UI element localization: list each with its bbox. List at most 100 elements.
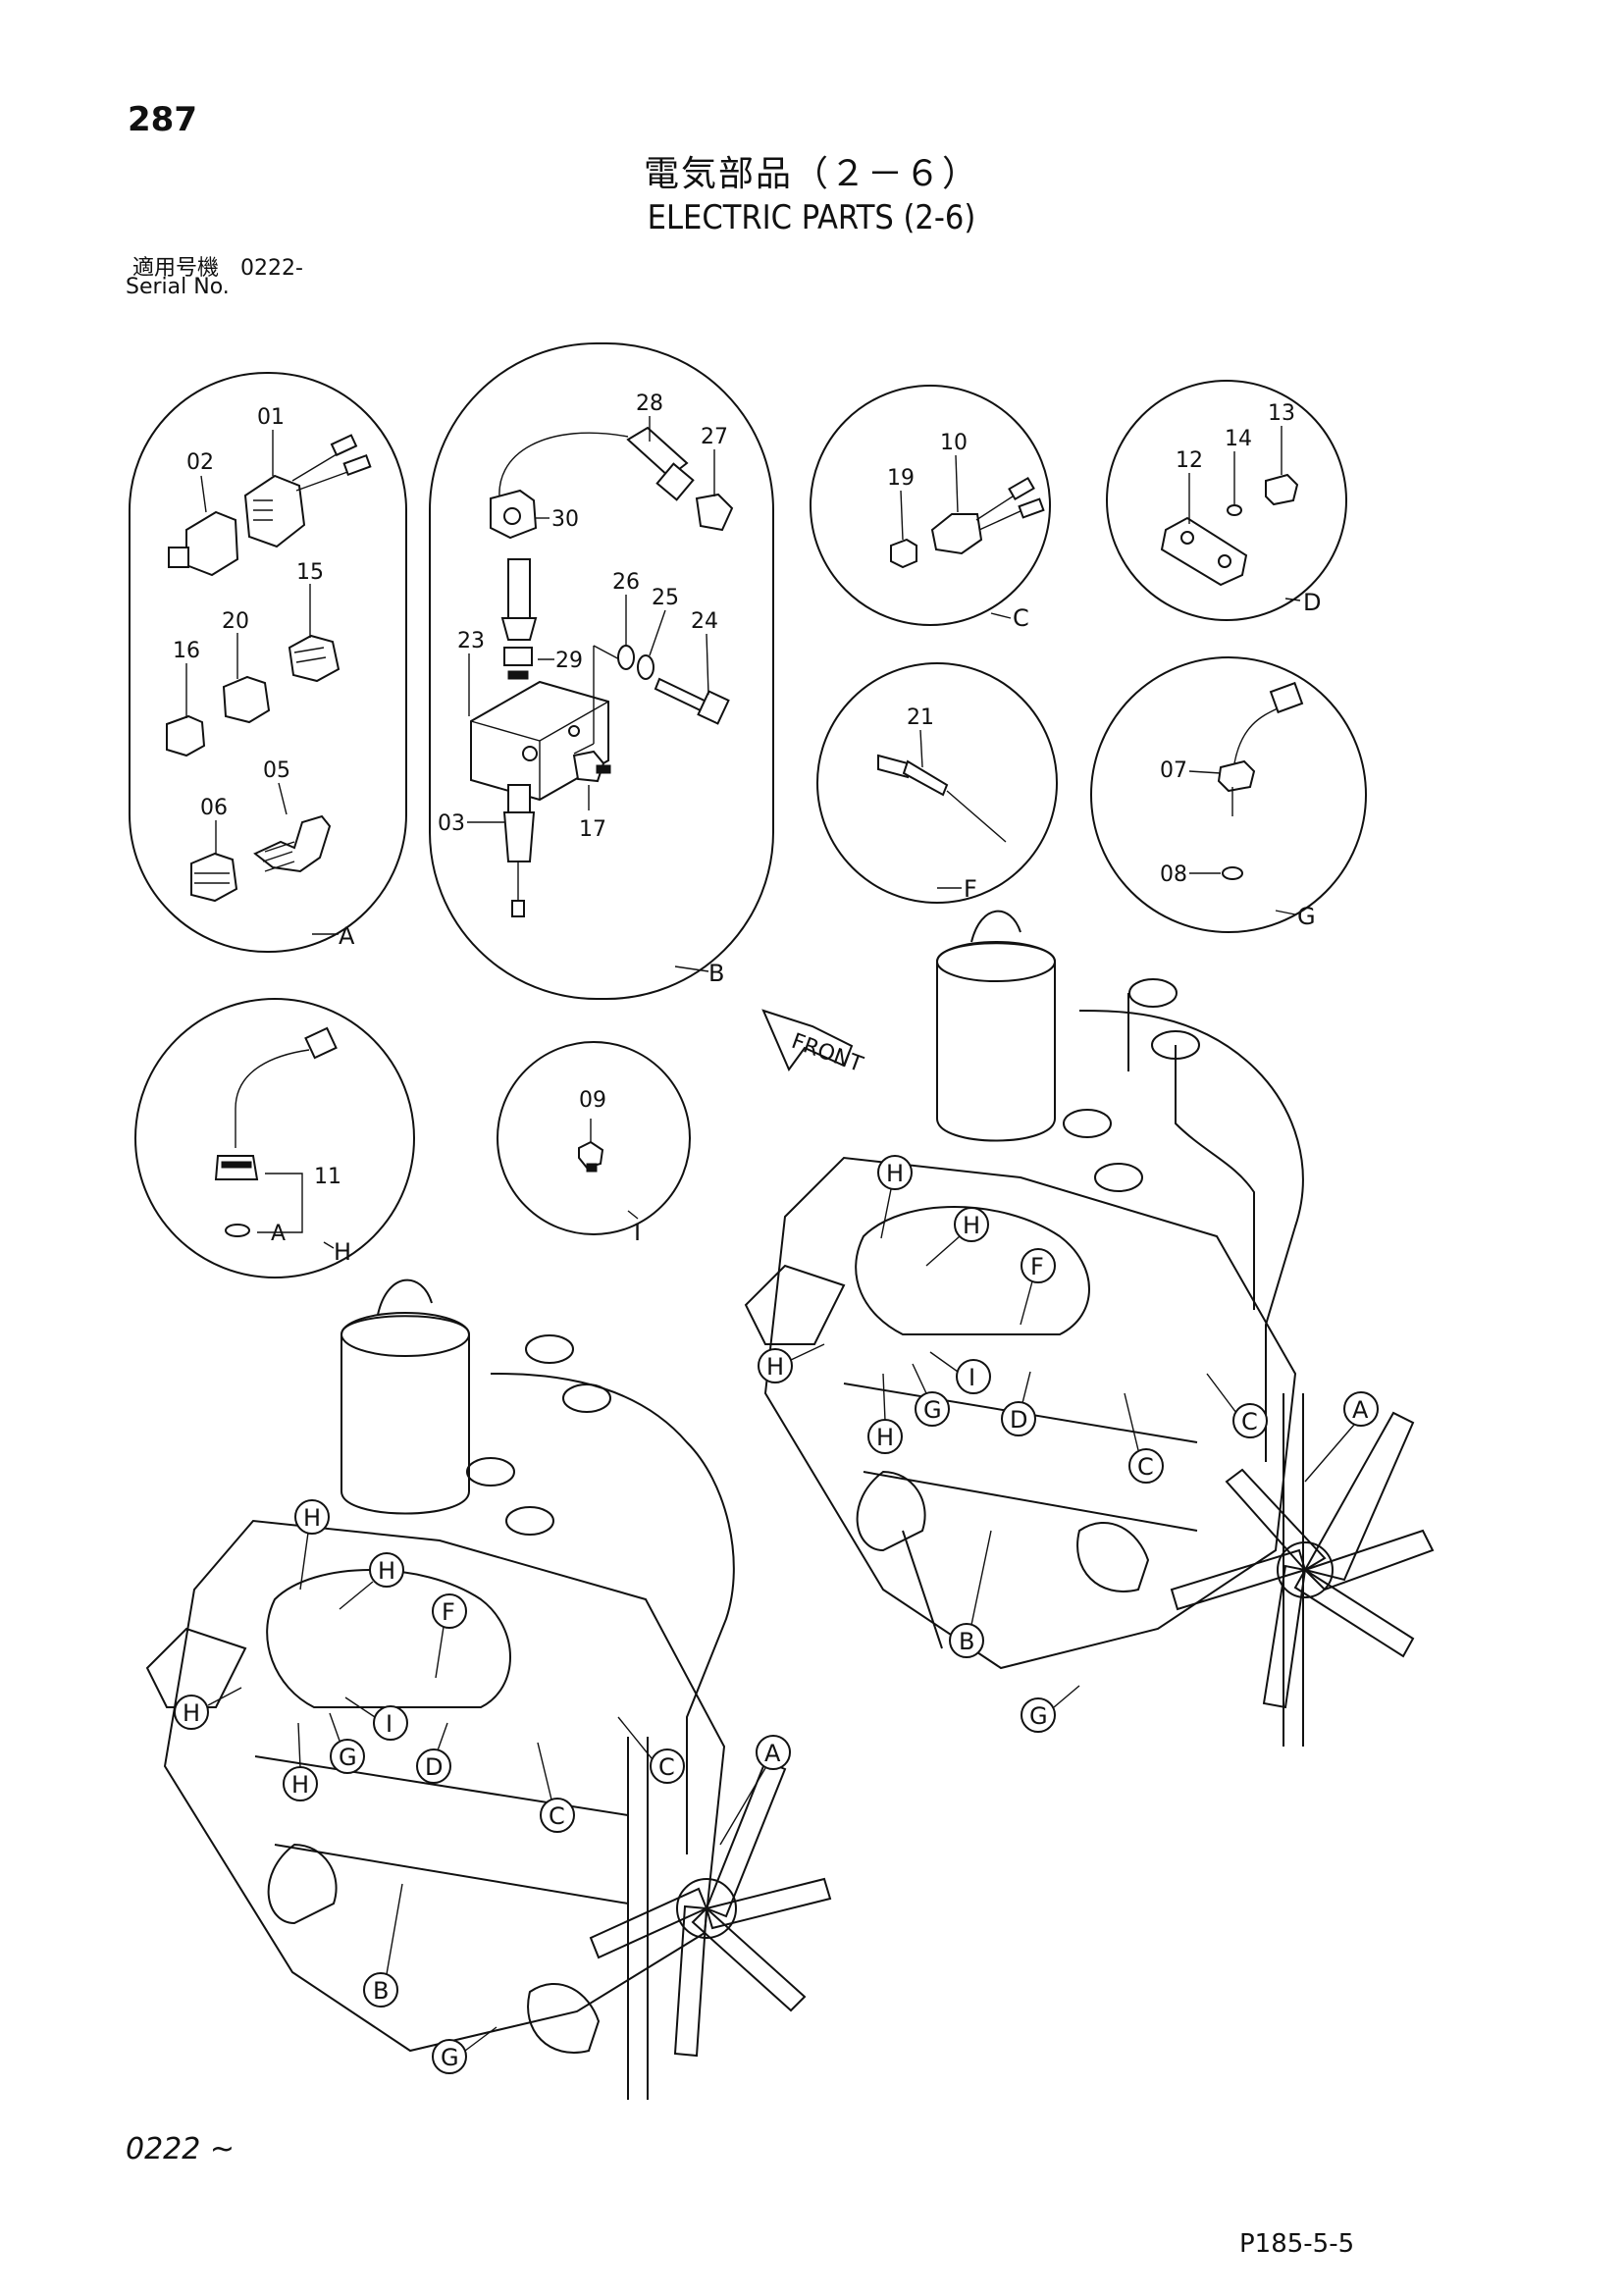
part-16-label: 16 [173, 639, 200, 663]
callout-b-lower[interactable]: B [363, 1883, 403, 2008]
part-15-icon [288, 634, 340, 683]
callout-h-lower-4[interactable]: H [283, 1722, 318, 1801]
detail-group-d[interactable]: 12 14 13 D [1106, 380, 1347, 621]
callout-b-upper[interactable]: B [949, 1530, 992, 1658]
serial-label-english: Serial No. [126, 275, 230, 299]
callout-h-lower-1[interactable]: H [294, 1499, 330, 1591]
part-10-icon [930, 476, 1045, 555]
callout-h-upper-3[interactable]: H [758, 1343, 825, 1383]
part-30-icon [490, 489, 538, 540]
group-letter-f: F [964, 875, 977, 903]
detail-group-i[interactable]: 09 I [497, 1041, 691, 1246]
svg-text:A: A [764, 1740, 781, 1767]
svg-text:H: H [291, 1771, 309, 1799]
footer-page-code: P185-5-5 [1239, 2229, 1355, 2259]
part-25-label: 25 [652, 586, 679, 610]
svg-text:C: C [1241, 1408, 1258, 1435]
svg-text:C: C [549, 1802, 565, 1830]
callout-h-lower-3[interactable]: H [174, 1687, 242, 1730]
svg-text:C: C [658, 1753, 675, 1781]
part-15-label: 15 [296, 560, 324, 585]
page-number: 287 [128, 100, 197, 139]
callout-g-lower-1[interactable]: G [329, 1712, 365, 1774]
page-title-english: ELECTRIC PARTS (2-6) [647, 198, 976, 237]
detail-group-g[interactable]: 07 08 G [1090, 656, 1367, 933]
part-14-icon [1227, 504, 1242, 516]
callout-f-upper[interactable]: F [1020, 1248, 1056, 1326]
part-09-label: 09 [579, 1088, 606, 1113]
callout-d-lower[interactable]: D [416, 1722, 451, 1784]
part-07-icon [1217, 681, 1304, 816]
group-letter-a: A [339, 922, 355, 950]
group-letter-c: C [1013, 604, 1029, 632]
callout-i-upper[interactable]: I [929, 1351, 991, 1394]
callout-h-lower-2[interactable]: H [339, 1552, 404, 1610]
part-09-icon [578, 1119, 604, 1173]
part-06-label: 06 [200, 796, 228, 820]
callout-a-lower[interactable]: A [719, 1735, 791, 1846]
svg-text:C: C [1137, 1453, 1154, 1481]
group-h-sub-label: A [271, 1222, 286, 1246]
group-letter-b: B [708, 960, 724, 987]
detail-group-a[interactable]: 01 02 15 20 16 05 [129, 372, 407, 953]
svg-text:G: G [1029, 1702, 1048, 1730]
part-28-label: 28 [636, 391, 663, 416]
svg-text:D: D [1010, 1406, 1027, 1434]
callout-c-upper-2[interactable]: C [1206, 1373, 1268, 1438]
callout-d-upper[interactable]: D [1001, 1371, 1036, 1436]
callout-a-upper[interactable]: A [1304, 1391, 1379, 1483]
callout-h-upper-4[interactable]: H [867, 1373, 903, 1454]
callout-h-upper-2[interactable]: H [925, 1207, 989, 1267]
part-19-label: 19 [887, 466, 915, 491]
group-letter-i: I [634, 1219, 641, 1246]
svg-text:G: G [339, 1744, 357, 1771]
callout-h-upper-1[interactable]: H [877, 1155, 913, 1239]
part-28-icon [626, 426, 695, 501]
part-02-label: 02 [186, 450, 214, 475]
detail-group-f[interactable]: 21 F [816, 662, 1058, 904]
callout-c-upper-1[interactable]: C [1124, 1392, 1164, 1484]
svg-text:H: H [183, 1699, 200, 1727]
part-17-label: 17 [579, 817, 606, 842]
part-08-label: 08 [1160, 862, 1187, 887]
svg-text:H: H [766, 1353, 784, 1381]
svg-text:D: D [425, 1753, 443, 1781]
callout-g-upper-2[interactable]: G [1021, 1685, 1080, 1733]
svg-text:A: A [1352, 1396, 1369, 1424]
part-27-icon [695, 493, 734, 532]
svg-text:I: I [969, 1364, 975, 1391]
part-16-icon [166, 714, 206, 757]
page-title-japanese: 電気部品（２－６） [643, 154, 979, 194]
part-23-icon [470, 680, 609, 802]
callout-g-upper-1[interactable]: G [912, 1363, 950, 1427]
part-19-icon [890, 538, 917, 569]
svg-text:I: I [386, 1710, 393, 1738]
part-07-label: 07 [1160, 758, 1187, 783]
svg-text:H: H [963, 1212, 980, 1239]
part-24-icon [654, 677, 730, 725]
callout-c-lower-2[interactable]: C [617, 1716, 685, 1784]
part-sender-icon [500, 558, 538, 641]
part-26-label: 26 [612, 570, 640, 595]
front-direction-arrow: FRONT [761, 1009, 866, 1077]
part-10-label: 10 [940, 431, 968, 455]
part-02-icon [168, 510, 239, 577]
part-08-icon [1222, 866, 1243, 880]
callout-i-lower[interactable]: I [344, 1696, 408, 1741]
part-11-icon [214, 1026, 338, 1237]
part-26-icon [617, 645, 635, 670]
callout-c-lower-1[interactable]: C [537, 1742, 575, 1833]
part-24-label: 24 [691, 609, 718, 634]
svg-text:F: F [442, 1598, 455, 1626]
detail-group-c[interactable]: 10 19 C [810, 385, 1051, 632]
detail-group-h[interactable]: 11 A H [134, 998, 415, 1278]
footer-serial-range: 0222 ~ [126, 2132, 236, 2166]
svg-text:H: H [303, 1504, 321, 1532]
callout-f-lower[interactable]: F [432, 1593, 467, 1679]
part-23-label: 23 [457, 629, 485, 653]
svg-text:F: F [1030, 1253, 1044, 1280]
callout-g-lower-2[interactable]: G [432, 2026, 497, 2074]
serial-label-japanese: 適用号機 0222- [132, 256, 303, 281]
detail-group-b[interactable]: 28 27 30 29 [429, 342, 774, 1000]
